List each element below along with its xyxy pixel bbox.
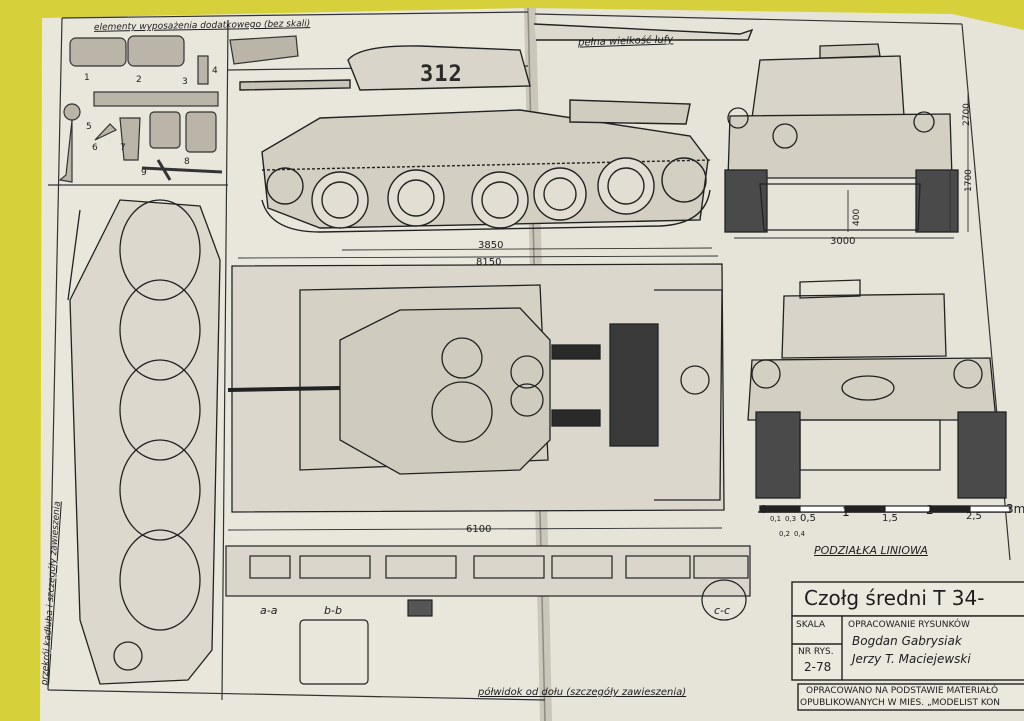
scale-tick-05: 0,5 (800, 513, 816, 524)
bottom-view-caption: półwidok od dołu (szczegóły zawieszenia) (478, 687, 687, 698)
scale-tick-01: 0,1 (770, 515, 782, 523)
drawing-label: OPRACOWANIE RYSUNKÓW (848, 620, 970, 630)
author-1: Bogdan Gabrysiak (852, 634, 962, 648)
accessory-number-7: 7 (120, 143, 126, 153)
dimension-hull-height: 1700 (964, 169, 974, 192)
dimension-track-width: 3000 (830, 236, 856, 247)
hull-section (67, 199, 221, 685)
scale-tick-03: 0,3 (785, 515, 797, 523)
accessory-number-3: 3 (182, 77, 188, 87)
scale-bar (759, 505, 1011, 513)
accessories (58, 35, 299, 183)
scale-tick-25: 2,5 (966, 511, 982, 522)
tank-top-view (227, 263, 725, 513)
accessory-number-6: 6 (92, 143, 98, 153)
source-line-2: OPUBLIKOWANYCH W MIES. „MODELIST KON (800, 698, 1001, 708)
scale-tick-02: 0,2 (779, 530, 791, 538)
accessory-number-8: 8 (184, 157, 190, 167)
scale-tick-1: 1 (842, 505, 850, 519)
tank-number: 312 (420, 62, 463, 87)
accessory-number-9: 9 (141, 168, 147, 178)
tank-side-view (239, 23, 754, 233)
scale-tick-15: 1,5 (882, 513, 898, 524)
accessory-number-4: 4 (212, 66, 218, 76)
scale-tick-04: 0,4 (794, 530, 806, 538)
dimension-hull-length: 6100 (466, 524, 492, 535)
skala-label: SKALA (796, 620, 825, 630)
nr-value: 2-78 (804, 660, 832, 674)
dimension-clearance: 400 (852, 208, 862, 226)
dimension-wheelbase: 3850 (478, 240, 504, 251)
accessory-number-1: 1 (84, 73, 90, 83)
nr-label: NR RYS. (798, 647, 834, 657)
title-text: Czołg średni T 34- (804, 586, 985, 610)
section-label-bb: b-b (324, 604, 342, 617)
scale-tick-0: 0 (760, 503, 767, 516)
scale-caption: PODZIAŁKA LINIOWA (814, 544, 928, 557)
dimension-length: 8150 (476, 257, 502, 268)
scale-tick-2: 2 (926, 503, 934, 517)
section-label-cc: c-c (714, 604, 731, 617)
title-block (791, 581, 1024, 711)
dimension-height: 2700 (962, 103, 972, 126)
accessory-number-2: 2 (136, 75, 142, 85)
scale-tick-3m: 3m (1006, 502, 1024, 516)
bottom-view (225, 545, 751, 685)
author-2: Jerzy T. Maciejewski (852, 652, 971, 666)
section-label-aa: a-a (260, 604, 278, 617)
source-line-1: OPRACOWANO NA PODSTAWIE MATERIAŁÓ (806, 686, 999, 696)
accessory-number-5: 5 (86, 122, 92, 132)
tank-rear-view (747, 279, 1007, 499)
tank-front-view (724, 43, 959, 233)
frame-lines (47, 11, 1011, 701)
